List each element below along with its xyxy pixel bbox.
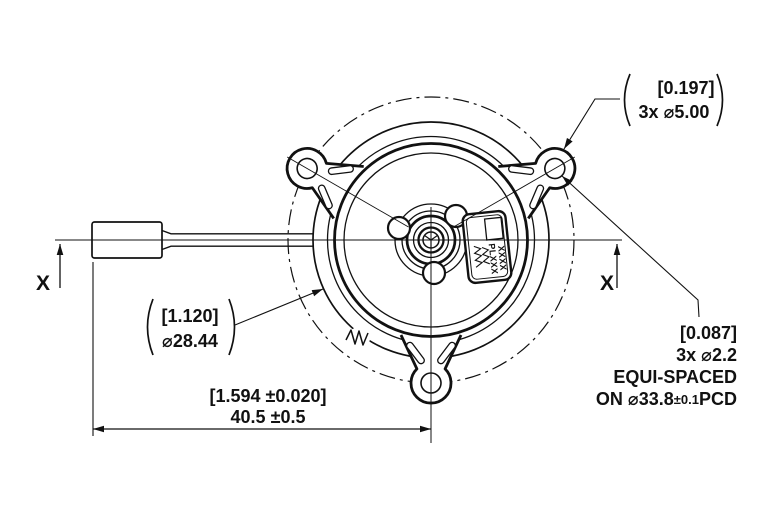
overall-width-dimension: [1.594 ±0.020] 40.5 ±0.5	[92, 262, 431, 436]
leader-body-od	[234, 288, 324, 326]
section-label-left: X	[36, 272, 50, 295]
label-text-line2: XXXX	[496, 245, 509, 271]
pcd-diameter: ON ⌀33.8±0.1PCD	[596, 389, 737, 409]
note-tab-od: [0.197] 3x ⌀5.00	[623, 73, 724, 127]
body-od-inches: [1.120]	[161, 306, 218, 326]
product-label-sticker: PLXXX XXXX	[461, 209, 513, 285]
hub-screws	[386, 203, 469, 286]
pcd-suffix: PCD	[699, 389, 737, 409]
leader-tab-od	[563, 98, 620, 150]
body-od-metric: ⌀28.44	[162, 331, 218, 351]
radial-centerline-left	[286, 156, 409, 228]
leader-pcd-holes	[561, 175, 700, 318]
pcd-inches: [0.087]	[680, 323, 737, 343]
leader-lines	[234, 98, 700, 326]
screw-left	[386, 215, 412, 241]
note-parentheses	[146, 298, 236, 356]
label-text-line1: PLXXX	[487, 243, 500, 275]
overall-dim-inches: [1.594 ±0.020]	[210, 386, 327, 406]
label-scribble-2	[481, 247, 491, 265]
centerlines	[55, 156, 622, 443]
overall-dim-metric: 40.5 ±0.5	[231, 407, 306, 427]
pcd-metric: 3x ⌀2.2	[676, 345, 737, 365]
note-parentheses	[623, 73, 724, 127]
pcd-diameter-value: ON ⌀33.8	[596, 389, 674, 409]
note-body-od: [1.120] ⌀28.44	[146, 298, 236, 356]
section-markers: X X	[36, 244, 621, 295]
label-scribble-1	[473, 245, 484, 268]
gasket-squiggle	[345, 327, 370, 349]
note-pcd-holes: [0.087] 3x ⌀2.2 EQUI-SPACED ON ⌀33.8±0.1…	[596, 323, 737, 409]
radial-centerline-right	[453, 156, 576, 228]
pcd-spacing: EQUI-SPACED	[613, 367, 737, 387]
label-barcode-box	[483, 216, 504, 241]
cable-wire	[161, 229, 314, 251]
section-label-right: X	[600, 272, 614, 295]
pcd-tolerance: ±0.1	[674, 392, 699, 407]
tab-od-metric: 3x ⌀5.00	[639, 102, 710, 122]
screw-bottom	[421, 260, 447, 286]
tab-od-inches: [0.197]	[657, 78, 714, 98]
